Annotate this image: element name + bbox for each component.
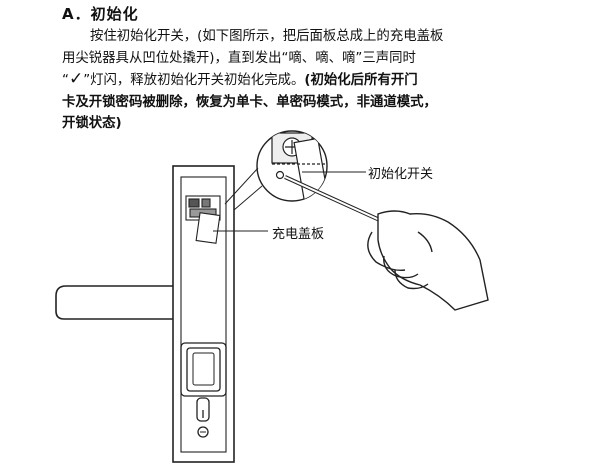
paragraph-line-1: 按住初始化开关，(如下图所示，把后面板总成上的充电盖板 bbox=[90, 29, 444, 44]
hand-icon bbox=[367, 210, 489, 311]
paragraph-line-3: “✓”灯闪，释放初始化开关初始化完成。(初始化后所有开门 bbox=[62, 69, 562, 92]
section-heading: A．初始化 bbox=[62, 5, 139, 23]
paragraph-line-3-bold: (初始化后所有开门 bbox=[304, 73, 418, 88]
door-handle bbox=[55, 285, 173, 320]
paragraph-line-2: 用尖锐器具从凹位处撬开)，直到发出“嘀、嘀、嘀”三声同时 bbox=[62, 50, 416, 66]
lock-panel bbox=[172, 165, 235, 463]
sharp-tool bbox=[284, 175, 385, 224]
paragraph-line-3-text: ”灯闪，释放初始化开关初始化完成。 bbox=[83, 73, 305, 88]
paragraph-line-5: 开锁状态) bbox=[62, 116, 122, 131]
charge-cover bbox=[185, 195, 221, 244]
battery-compartment bbox=[180, 342, 227, 438]
instruction-paragraph: 按住初始化开关，(如下图所示，把后面板总成上的充电盖板 用尖锐器具从凹位处撬开)… bbox=[62, 26, 562, 135]
paragraph-line-4: 卡及开锁密码被删除，恢复为单卡、单密码模式，非通道模式， bbox=[62, 94, 437, 110]
charge-cover-label: 充电盖板 bbox=[272, 227, 325, 242]
check-mark-icon: ✓ bbox=[68, 69, 84, 89]
init-switch-button bbox=[275, 170, 285, 180]
zoom-indicator bbox=[224, 130, 328, 211]
open-quote: “ bbox=[62, 73, 69, 88]
init-switch-label: 初始化开关 bbox=[368, 167, 434, 182]
